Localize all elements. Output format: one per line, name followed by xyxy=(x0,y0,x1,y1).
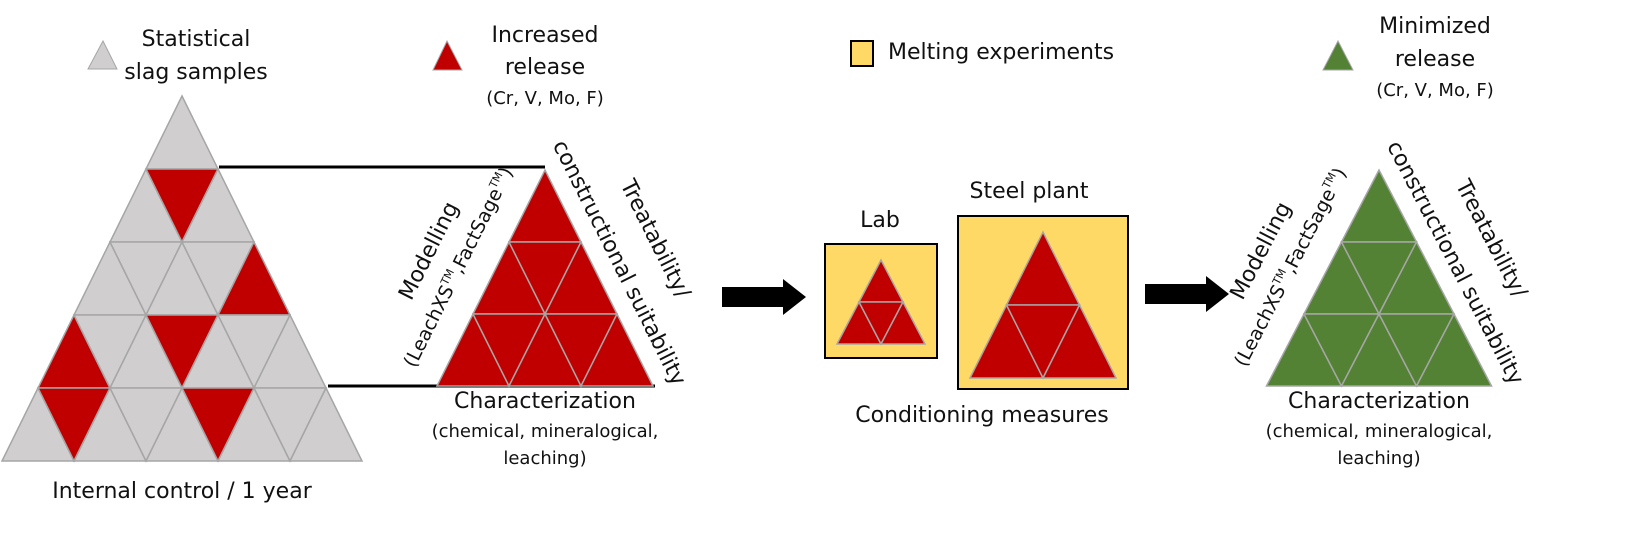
steel-plant-box: Steel plant xyxy=(957,179,1129,390)
legend-minimized-line2: release xyxy=(1395,47,1475,72)
legend-minimized: Minimized release (Cr, V, Mo, F) xyxy=(1322,14,1494,101)
lab-cell xyxy=(879,300,927,345)
conditioning-caption: Conditioning measures xyxy=(855,403,1108,428)
increased-release-cell xyxy=(579,312,655,387)
characterization-detail-label: (chemical, mineralogical, xyxy=(432,421,659,442)
increased-release-triangle xyxy=(435,168,655,388)
minimized-release-cell xyxy=(1415,312,1493,387)
statistical-pyramid xyxy=(0,94,364,463)
slag-sample-cell xyxy=(144,94,220,170)
characterization-detail-label: (chemical, mineralogical, xyxy=(1266,421,1493,442)
steel-plant-cell xyxy=(1041,303,1118,379)
right-arrow-icon xyxy=(722,279,806,315)
legend-statistical-line1: Statistical xyxy=(142,27,251,52)
legend-statistical: Statistical slag samples xyxy=(87,27,268,85)
characterization-label: Characterization xyxy=(1288,389,1470,414)
lab-box: Lab xyxy=(824,208,938,359)
legend-increased-line1: Increased xyxy=(491,23,598,48)
steel-plant-triangle xyxy=(968,230,1118,380)
right-arrow-icon xyxy=(1145,276,1229,312)
legend-statistical-line2: slag samples xyxy=(124,60,267,85)
characterization-label: Characterization xyxy=(454,389,636,414)
lab-triangle xyxy=(835,258,927,346)
legend-increased-line3: (Cr, V, Mo, F) xyxy=(486,88,604,109)
minimized-release-triangle xyxy=(1265,168,1493,388)
red-triangle-icon xyxy=(432,39,463,71)
legend-increased: Increased release (Cr, V, Mo, F) xyxy=(432,23,604,109)
lab-label: Lab xyxy=(860,208,900,233)
green-triangle-icon xyxy=(1322,39,1354,71)
gray-triangle-icon xyxy=(87,39,118,70)
legend-melting-label: Melting experiments xyxy=(888,40,1114,65)
legend-minimized-line1: Minimized xyxy=(1379,14,1491,39)
steel-plant-label: Steel plant xyxy=(970,179,1089,204)
characterization-detail-label: leaching) xyxy=(1337,448,1420,469)
left-pyramid-caption: Internal control / 1 year xyxy=(52,479,312,504)
yellow-square-icon xyxy=(850,40,874,67)
legend-increased-line2: release xyxy=(505,55,585,80)
slag-sample-cell xyxy=(288,386,364,462)
legend-melting: Melting experiments xyxy=(850,40,1114,67)
legend-minimized-line3: (Cr, V, Mo, F) xyxy=(1376,80,1494,101)
characterization-detail-label: leaching) xyxy=(503,448,586,469)
